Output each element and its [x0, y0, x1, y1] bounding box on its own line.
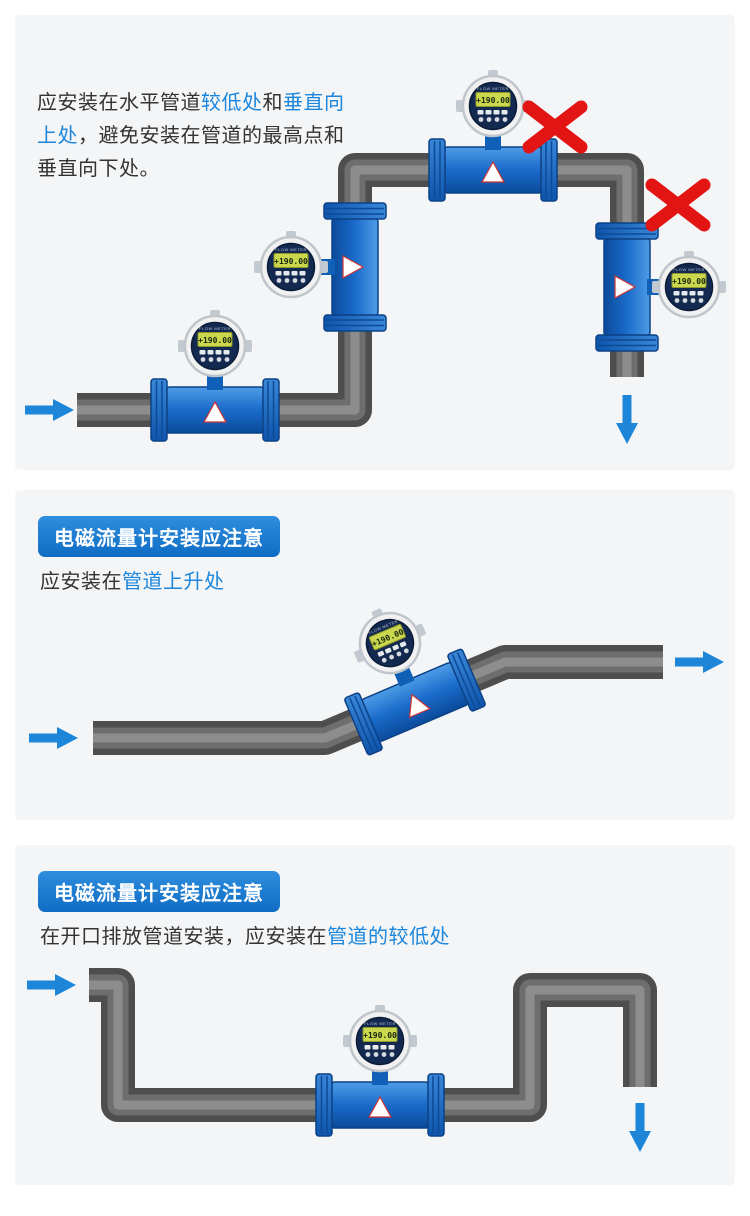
- section-badge: 电磁流量计安装应注意: [38, 516, 280, 557]
- flow-in-arrow-icon: [27, 974, 76, 996]
- flowmeter-low-horizontal: [150, 308, 280, 442]
- pipe-diagram-rising: [29, 594, 724, 757]
- flowmeter-vertical-up: [252, 202, 387, 332]
- text-segment: 较低处: [201, 92, 263, 114]
- section-horizontal-pipe-install: 应安装在水平管道较低处和垂直向上处，避免安装在管道的最高点和垂直向下处。: [15, 15, 735, 470]
- flowmeter-highest-point: [428, 68, 558, 202]
- flowmeter-rising-section: [340, 594, 487, 757]
- flow-out-arrow-icon: [675, 651, 724, 673]
- section-rising-pipe-install: 电磁流量计安装应注意 应安装在管道上升处: [15, 490, 735, 820]
- text-segment: 管道上升处: [122, 571, 225, 593]
- install-note: 应安装在水平管道较低处和垂直向上处，避免安装在管道的最高点和垂直向下处。: [37, 87, 355, 186]
- wrong-position-x-icon: [652, 185, 704, 225]
- text-segment: 和: [262, 92, 283, 114]
- flow-in-arrow-icon: [29, 727, 78, 749]
- pipe-diagram-horizontal: [25, 68, 728, 444]
- section-open-discharge-install: 电磁流量计安装应注意 在开口排放管道安装，应安装在管道的较低处: [15, 845, 735, 1185]
- text-segment: 垂直向上处: [37, 92, 345, 147]
- text-segment: ，避免安装在管道的最高点和垂直向下处。: [37, 125, 345, 180]
- flow-out-arrow-icon: [616, 395, 638, 444]
- text-segment: 在开口排放管道安装，应安装在: [40, 926, 327, 948]
- flowmeter-vertical-down: [595, 222, 728, 352]
- install-note: 在开口排放管道安装，应安装在管道的较低处: [40, 921, 450, 954]
- flow-out-arrow-icon: [629, 1103, 651, 1152]
- flowmeter-low-section: [315, 1003, 445, 1137]
- section-badge: 电磁流量计安装应注意: [38, 871, 280, 912]
- text-segment: 管道的较低处: [327, 926, 450, 948]
- pipe-diagram-open-discharge: [27, 968, 657, 1152]
- flow-in-arrow-icon: [25, 399, 74, 421]
- pipe: [89, 968, 657, 1122]
- text-segment: 应安装在水平管道: [37, 92, 201, 114]
- install-note: 应安装在管道上升处: [40, 566, 225, 599]
- text-segment: 应安装在: [40, 571, 122, 593]
